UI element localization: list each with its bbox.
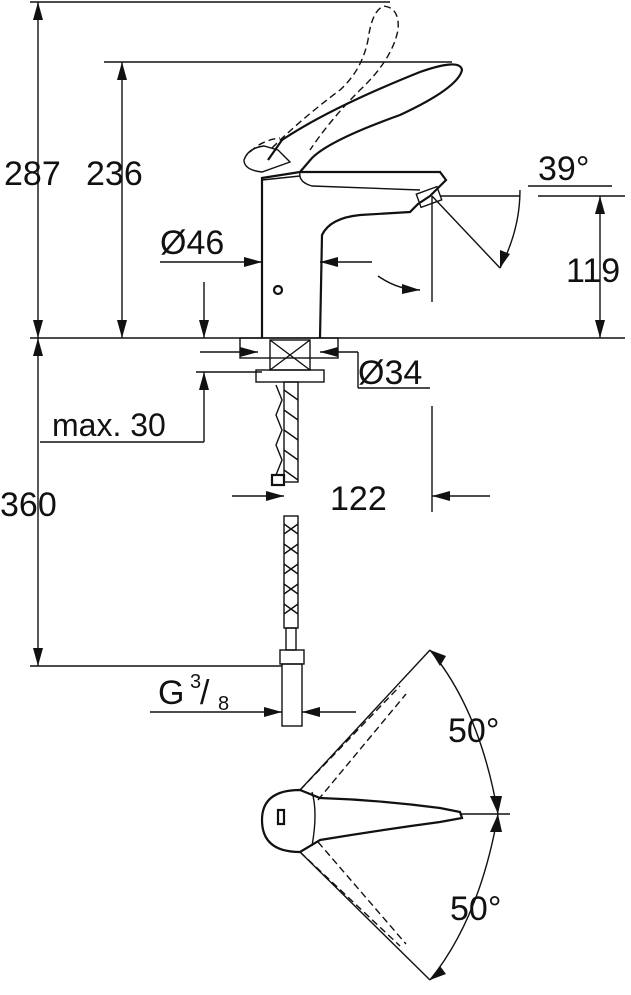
dim-hole-diameter: Ø34 [358,354,422,392]
supply-hose [279,515,305,727]
dim-thread-denominator: 8 [218,693,229,715]
mounting-assembly [239,337,339,487]
dim-thread-slash: / [200,674,210,712]
dim-thread-numerator: 3 [190,671,201,693]
lever-handle [243,63,464,173]
dim-spout-height: 119 [566,252,620,290]
dim-hose-length: 360 [0,486,57,524]
faucet-body [260,170,448,339]
dim-spout-angle: 39° [538,150,589,188]
dim-max-deck-thickness: max. 30 [52,407,166,443]
dim-body-height: 236 [86,155,143,193]
dim-projection: 122 [330,480,387,518]
aerator-top-icon [276,808,286,826]
dim-lever-angle-left: 50° [448,712,499,750]
dim-total-height: 287 [4,155,61,193]
top-view [260,649,510,981]
lever-handle-raised-dashed [249,5,399,153]
dim-lever-angle-right: 50° [450,890,501,928]
dim-body-diameter: Ø46 [160,224,224,262]
dim-thread-base: G [158,674,184,712]
aerator-icon [272,284,284,296]
